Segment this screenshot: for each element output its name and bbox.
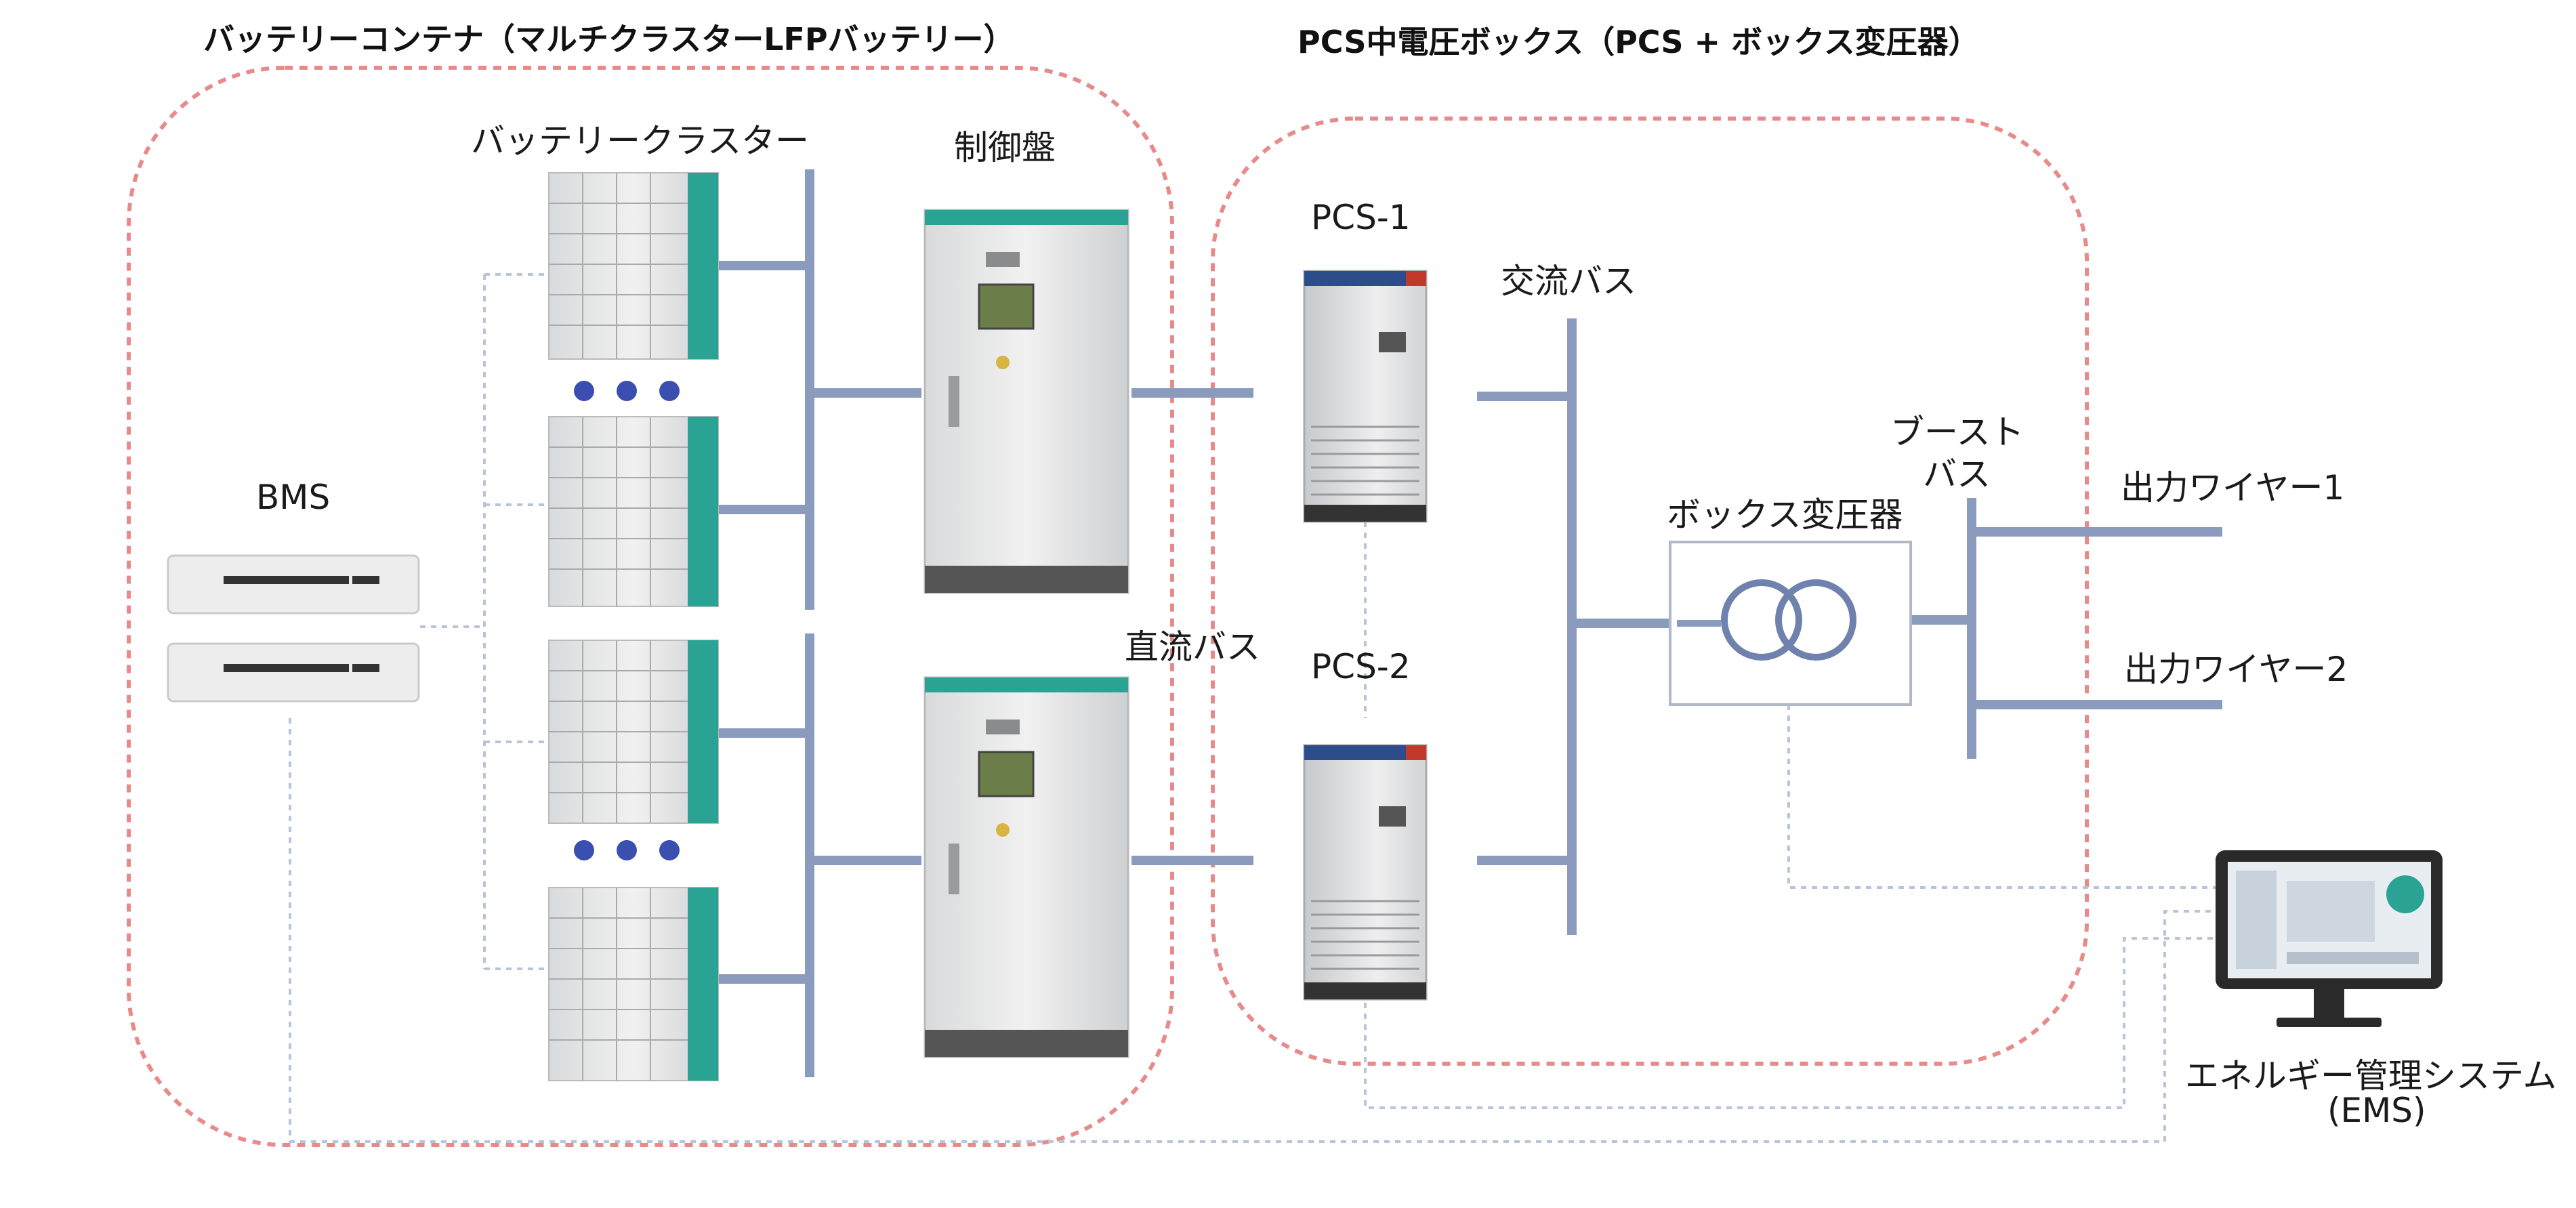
output-wire-1-label: 出力ワイヤー1 <box>2121 468 2345 507</box>
output-wire-2-label: 出力ワイヤー2 <box>2124 650 2348 689</box>
box-transformer-label: ボックス変圧器 <box>1667 495 1903 535</box>
bms-unit <box>167 554 420 703</box>
ems-label-line2: (EMS) <box>2327 1091 2426 1130</box>
bms-label: BMS <box>256 478 331 517</box>
dc-bus-lines <box>718 169 2222 1077</box>
dc-bus-label: 直流バス <box>1125 627 1260 667</box>
ac-bus-label: 交流バス <box>1501 262 1636 301</box>
battery-container-boundary <box>127 66 1174 1147</box>
pcs2-label: PCS-2 <box>1311 647 1411 686</box>
box-transformer <box>1669 541 1912 706</box>
pcs-box-title: PCS中電圧ボックス（PCS + ボックス変圧器） <box>1297 24 1980 60</box>
boost-bus-label-line1: ブースト <box>1890 413 2024 452</box>
control-panels <box>923 209 1129 1058</box>
ems-label-line1: エネルギー管理システム <box>2185 1056 2557 1096</box>
control-panel-label: 制御盤 <box>954 128 1056 167</box>
battery-container-title: バッテリーコンテナ（マルチクラスターLFPバッテリー） <box>203 21 1015 58</box>
battery-cluster-label: バッテリークラスター <box>471 121 809 161</box>
boost-bus-label-line2: バス <box>1923 455 1991 494</box>
battery-clusters <box>548 172 719 1081</box>
bms-comm-lines <box>289 273 2222 1143</box>
ellipsis-dots <box>574 381 680 860</box>
pcs-box-boundary <box>1211 117 2089 1066</box>
pcs1-label: PCS-1 <box>1311 198 1411 237</box>
pcs-units <box>1303 270 1428 1001</box>
ems-monitor <box>2216 850 2443 1027</box>
